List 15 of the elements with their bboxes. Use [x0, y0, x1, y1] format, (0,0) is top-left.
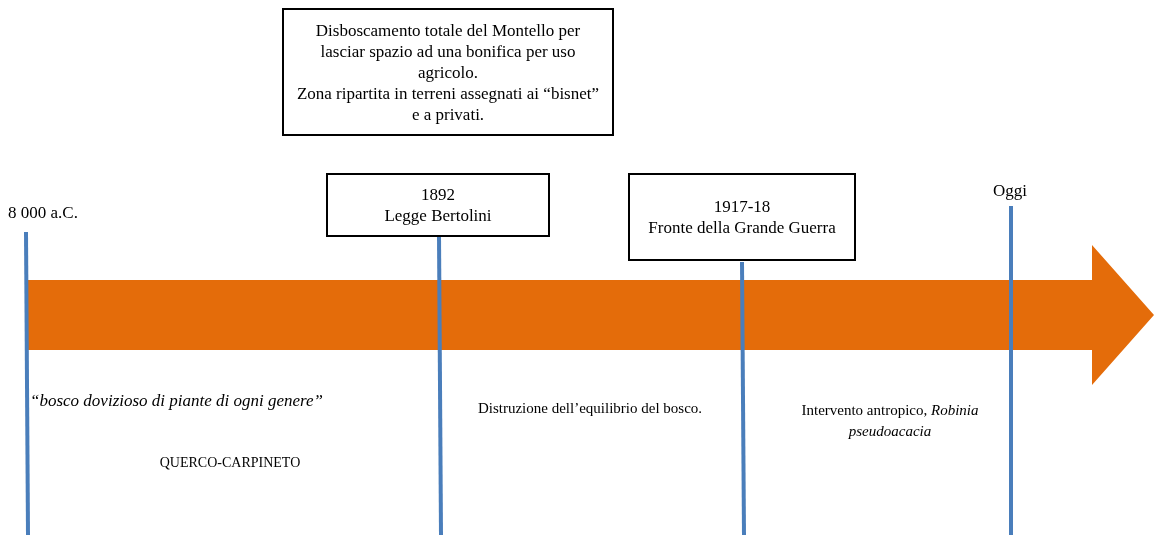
timeline-label: QUERCO-CARPINETO: [158, 454, 302, 472]
timeline-label: 8 000 a.C.: [8, 202, 79, 223]
timeline-label: Distruzione dell’equilibrio del bosco.: [476, 399, 704, 418]
box-text: Zona ripartita in terreni assegnati ai “bisnet” e a privati.: [295, 82, 601, 125]
box-text: 1917-18: [712, 196, 772, 217]
event-box: [326, 173, 550, 237]
box-text: Legge Bertolini: [383, 205, 493, 226]
box-text: 1892: [420, 184, 456, 205]
box-text: Disboscamento totale del Montello per lasciar spazio ad una bonifica per uso agricolo.: [314, 19, 582, 83]
event-box: [628, 173, 856, 261]
box-text: Fronte della Grande Guerra: [647, 217, 837, 238]
timeline-label: Oggi: [992, 180, 1028, 201]
timeline-label: “bosco dovizioso di piante di ogni genere”: [30, 390, 325, 411]
event-box: [282, 8, 614, 136]
timeline-label: Intervento antropico, Robinia pseudoacacia: [800, 401, 980, 441]
